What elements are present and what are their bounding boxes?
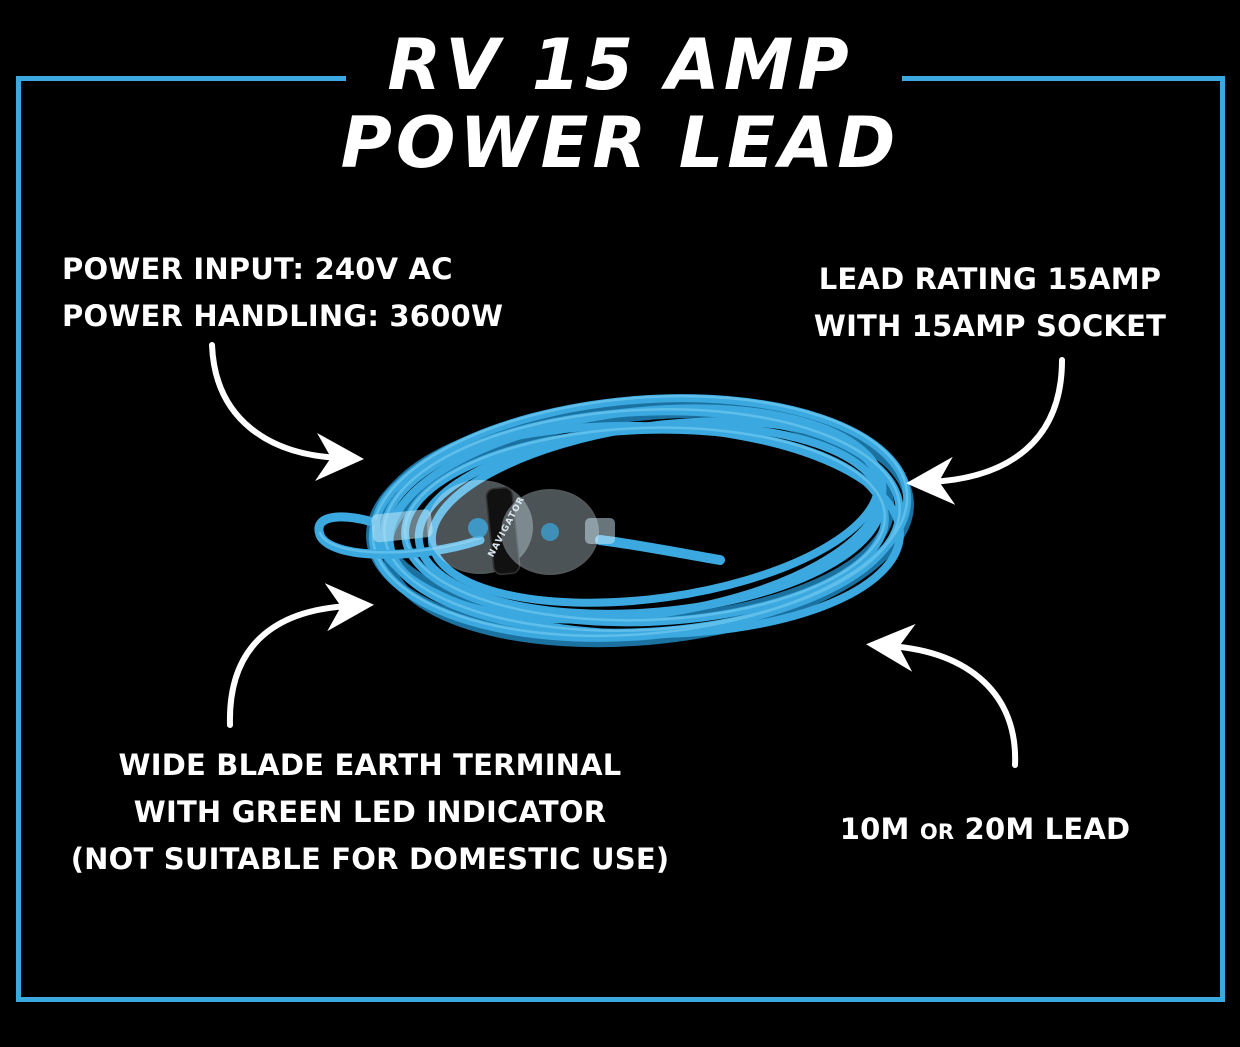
frame-left [16, 76, 21, 1002]
frame-bottom [16, 997, 1225, 1002]
feature-length-value-1: 10M [839, 812, 920, 846]
feature-earth-line-2: WITH GREEN LED INDICATOR [133, 795, 607, 829]
feature-rating-line-2: WITH 15AMP SOCKET [813, 309, 1167, 343]
feature-rating-line-1: LEAD RATING 15AMP [818, 262, 1162, 296]
frame-right [1220, 76, 1225, 1002]
feature-earth-line-1: WIDE BLADE EARTH TERMINAL [118, 748, 622, 782]
feature-earth-line-3: (NOT SUITABLE FOR DOMESTIC USE) [70, 842, 670, 876]
page-title-line-2: POWER LEAD [340, 102, 900, 184]
feature-length-value-2: 20M LEAD [954, 812, 1131, 846]
frame-top-right [902, 76, 1225, 81]
feature-length-or: OR [919, 820, 955, 844]
feature-power-line-2: POWER HANDLING: 3600W [62, 299, 504, 333]
arrow-length [866, 623, 1019, 768]
arrow-power [209, 342, 364, 481]
feature-power-line-1: POWER INPUT: 240V AC [62, 252, 453, 286]
feature-power: POWER INPUT: 240V AC POWER HANDLING: 360… [62, 246, 503, 340]
cable-coil [314, 394, 914, 648]
arrow-rating [906, 357, 1065, 505]
feature-rating: LEAD RATING 15AMP WITH 15AMP SOCKET [760, 256, 1220, 350]
plug [371, 480, 615, 576]
arrow-earth [226, 583, 374, 728]
feature-earth: WIDE BLADE EARTH TERMINAL WITH GREEN LED… [40, 742, 700, 883]
page-title-line-1: RV 15 AMP [387, 24, 853, 106]
feature-length: 10M OR 20M LEAD [780, 806, 1190, 856]
frame-top-left [16, 76, 346, 81]
